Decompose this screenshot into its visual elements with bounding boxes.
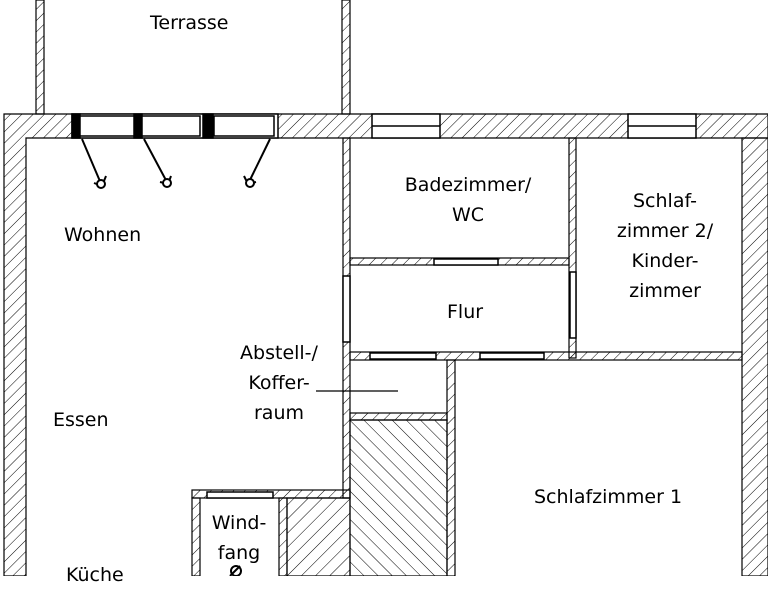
room-label-storage: Abstell-/ Koffer- raum — [230, 338, 328, 428]
windows — [206, 113, 697, 499]
room-label-terrace: Terrasse — [150, 12, 229, 34]
outer-walls — [3, 113, 768, 576]
room-label-storage-line-2: Koffer- — [248, 372, 310, 394]
room-label-storage-line-3: raum — [253, 402, 304, 424]
terrace-doors — [71, 113, 279, 139]
room-label-dining: Essen — [53, 409, 109, 431]
room-label-kitchen: Küche — [66, 564, 124, 586]
room-label-storage-line-1: Abstell-/ — [240, 342, 318, 364]
room-label-bedroom-2-line-4: zimmer — [629, 280, 701, 302]
vestibule-door-mark — [229, 565, 242, 576]
room-label-vestibule: Wind- fang — [208, 508, 270, 568]
room-label-vestibule-line-2: fang — [217, 542, 261, 564]
stair-area — [286, 419, 448, 576]
room-label-bedroom-1: Schlafzimmer 1 — [534, 486, 683, 508]
room-label-vestibule-line-1: Wind- — [211, 512, 267, 534]
floor-plan — [3, 0, 768, 576]
room-label-bath: Badezimmer/ WC — [400, 170, 536, 230]
room-label-bedroom-2-line-2: zimmer 2/ — [616, 220, 714, 242]
room-label-living: Wohnen — [64, 224, 142, 246]
room-label-hall: Flur — [447, 301, 484, 323]
room-label-bedroom-2: Schlaf- zimmer 2/ Kinder- zimmer — [610, 186, 720, 306]
room-label-bedroom-2-line-1: Schlaf- — [633, 190, 697, 212]
room-label-bath-line-1: Badezimmer/ — [404, 174, 532, 196]
room-label-bath-line-2: WC — [451, 204, 485, 226]
room-label-bedroom-2-line-3: Kinder- — [631, 250, 699, 272]
door-swings — [81, 138, 271, 189]
